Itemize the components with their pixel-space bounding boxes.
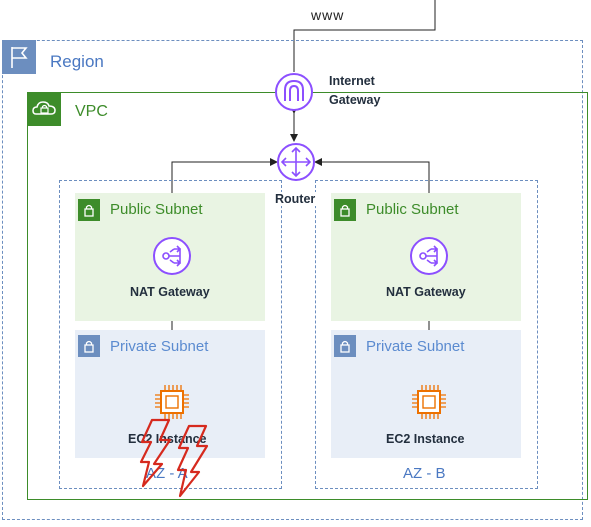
az-b-nat-gateway-label: NAT Gateway bbox=[386, 285, 466, 299]
region-container bbox=[2, 40, 583, 520]
az-b-ec2-instance-icon bbox=[412, 385, 446, 419]
cloud-lock-icon bbox=[32, 101, 56, 115]
lock-icon bbox=[84, 340, 94, 353]
flag-icon bbox=[11, 47, 28, 68]
az-b-public-subnet-label: Public Subnet bbox=[366, 201, 459, 218]
az-b-nat-gateway-icon bbox=[410, 237, 448, 275]
lock-icon bbox=[340, 340, 350, 353]
az-a-nat-gateway-icon bbox=[153, 237, 191, 275]
az-b-public-lock-badge bbox=[334, 199, 356, 221]
lightning-bolt-icon bbox=[139, 418, 172, 488]
az-a-container bbox=[59, 180, 282, 489]
router-label: Router bbox=[274, 192, 317, 206]
az-b-private-subnet-label: Private Subnet bbox=[366, 338, 465, 355]
az-b-label: AZ - B bbox=[403, 465, 446, 482]
region-badge bbox=[2, 40, 36, 74]
www-label: www bbox=[311, 7, 345, 23]
az-b-private-lock-badge bbox=[334, 335, 356, 357]
router-icon bbox=[277, 143, 315, 181]
region-label: Region bbox=[50, 52, 104, 71]
az-a-nat-gateway-label: NAT Gateway bbox=[130, 285, 210, 299]
az-a-private-lock-badge bbox=[78, 335, 100, 357]
vpc-label: VPC bbox=[75, 103, 108, 120]
az-b-container bbox=[315, 180, 538, 489]
lightning-bolt-icon bbox=[176, 424, 209, 498]
lock-icon bbox=[340, 204, 350, 217]
lock-icon bbox=[84, 204, 94, 217]
internet-gateway-label-line1: Internet bbox=[329, 74, 375, 88]
internet-gateway-label-line2: Gateway bbox=[329, 93, 381, 107]
internet-gateway-icon bbox=[275, 73, 313, 111]
az-b-ec2-instance-label: EC2 Instance bbox=[386, 432, 465, 446]
www-to-igw-line bbox=[293, 0, 436, 72]
az-a-public-subnet-label: Public Subnet bbox=[110, 201, 203, 218]
az-a-ec2-instance-icon bbox=[155, 385, 189, 419]
vpc-badge bbox=[27, 92, 61, 126]
az-a-private-subnet-label: Private Subnet bbox=[110, 338, 209, 355]
az-a-public-lock-badge bbox=[78, 199, 100, 221]
